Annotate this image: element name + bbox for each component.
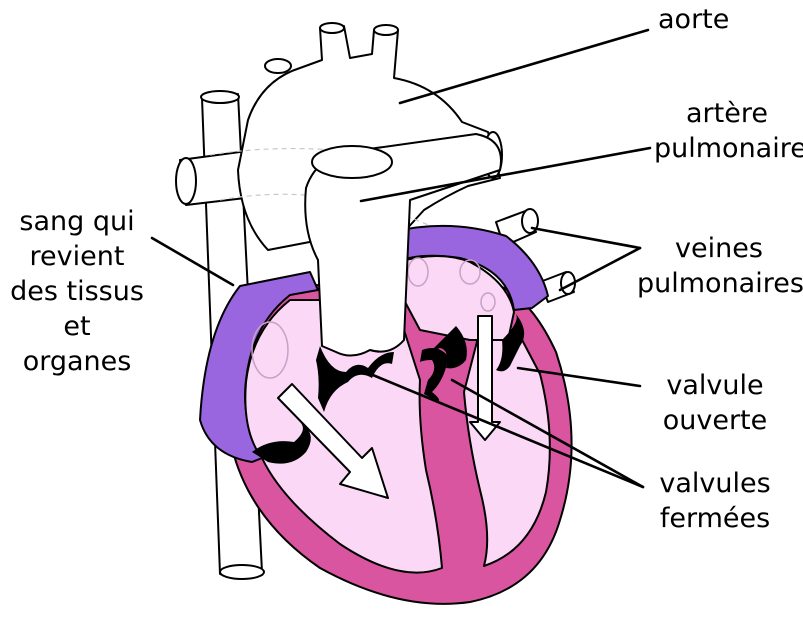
label-venous-return: sang qui revient des tissus et organes — [4, 204, 150, 379]
label-pulmonary-artery-line-1: artère — [654, 96, 800, 131]
label-venous-return-line-1: sang qui — [4, 204, 150, 239]
label-closed-valves: valvules fermées — [645, 466, 785, 536]
label-pulmonary-artery: artère pulmonaire — [654, 96, 800, 166]
label-venous-return-line-4: et — [4, 309, 150, 344]
label-venous-return-line-5: organes — [4, 344, 150, 379]
label-closed-valves-line-1: valvules — [645, 466, 785, 501]
label-venous-return-line-3: des tissus — [4, 274, 150, 309]
label-closed-valves-line-2: fermées — [645, 501, 785, 536]
label-open-valve-line-2: ouverte — [645, 403, 785, 438]
label-pulmonary-veins-line-2: pulmonaires — [637, 266, 801, 301]
label-open-valve: valvule ouverte — [645, 368, 785, 438]
label-pulmonary-veins-line-1: veines — [637, 231, 801, 266]
label-pulmonary-artery-line-2: pulmonaire — [654, 131, 800, 166]
label-aorta: aorte — [658, 2, 729, 37]
label-venous-return-line-2: revient — [4, 239, 150, 274]
label-pulmonary-veins: veines pulmonaires — [637, 231, 801, 301]
label-open-valve-line-1: valvule — [645, 368, 785, 403]
